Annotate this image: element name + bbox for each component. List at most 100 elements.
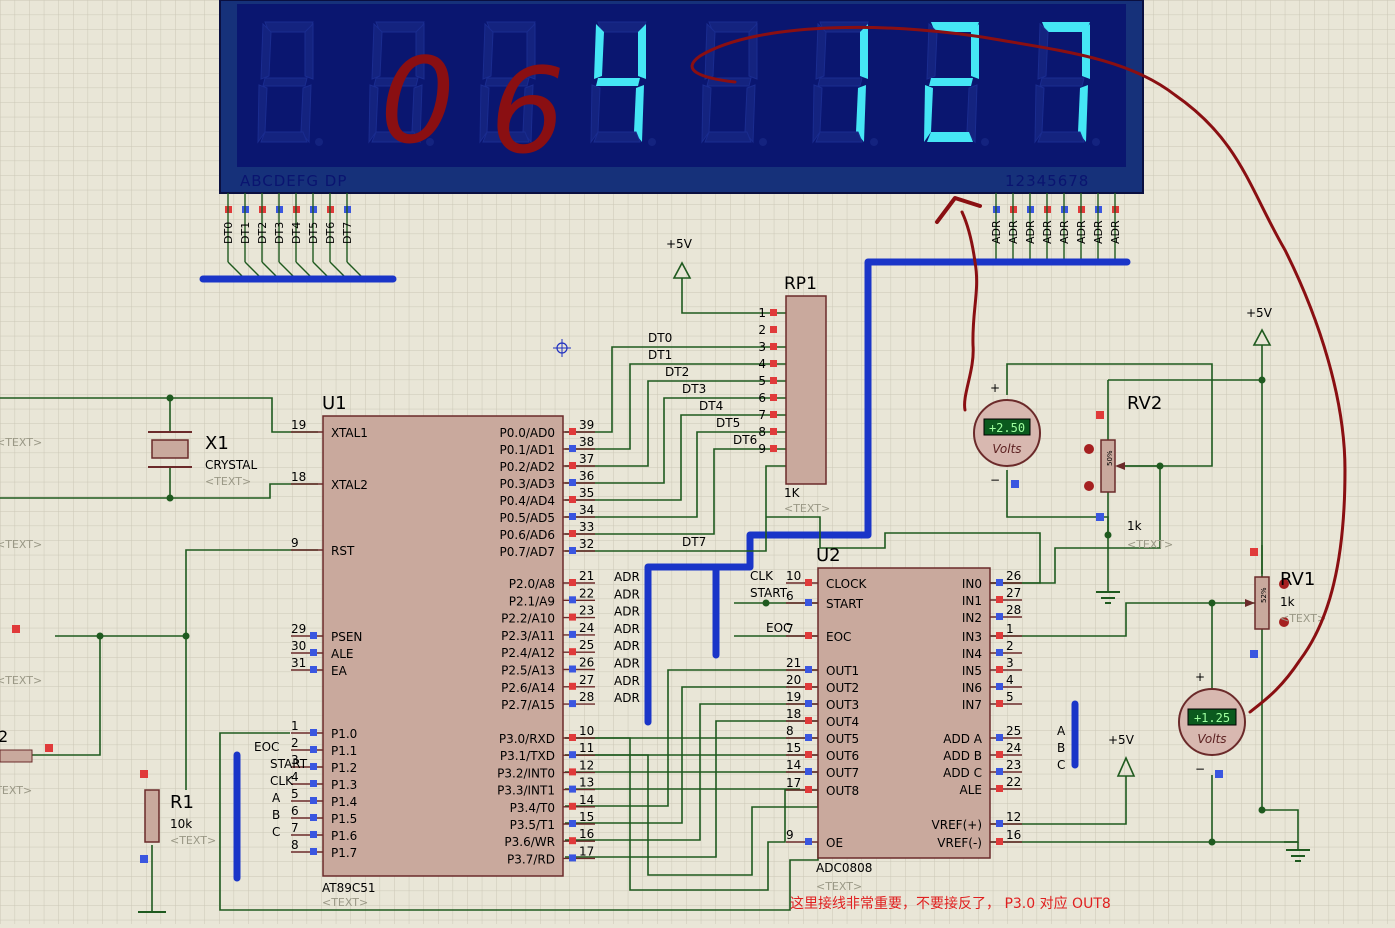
rp1-pin-2[interactable]: 2 — [758, 323, 777, 337]
u1-pin-8[interactable]: 8P1.7 — [291, 838, 357, 860]
svg-text:P0.5/AD5: P0.5/AD5 — [500, 511, 555, 525]
rv1-potentiometer[interactable]: 52% RV1 1k <TEXT> — [1245, 548, 1326, 862]
u2-adc0808[interactable]: U2 ADC0808 <TEXT> 10CLOCK6START7EOC21OUT… — [786, 545, 1022, 893]
u1-pin-7[interactable]: 7P1.6 — [291, 821, 357, 843]
u1-pin-4[interactable]: 4P1.3 — [291, 770, 357, 792]
adr-pin-label: ADR — [1041, 220, 1054, 244]
svg-text:6: 6 — [758, 391, 766, 405]
voltmeter-1-unit: Volts — [992, 442, 1021, 456]
rp1-pin-3[interactable]: 3 — [758, 340, 777, 354]
u1-pin-6[interactable]: 6P1.5 — [291, 804, 357, 826]
svg-text:ADD C: ADD C — [943, 766, 982, 780]
u2-pin-9[interactable]: 9OE — [786, 828, 843, 850]
rp1-pin-8[interactable]: 8 — [758, 425, 777, 439]
svg-text:P0.0/AD0: P0.0/AD0 — [500, 426, 555, 440]
rp1-pin-5[interactable]: 5 — [758, 374, 777, 388]
svg-text:<TEXT>: <TEXT> — [0, 436, 42, 449]
x1-crystal[interactable]: X1 CRYSTAL <TEXT> — [148, 431, 258, 488]
rv2-potentiometer[interactable]: 50% RV2 1k <TEXT> — [1084, 393, 1173, 604]
u1-pin-3[interactable]: 3P1.2 — [291, 753, 357, 775]
u1-pin-2[interactable]: 2P1.1 — [291, 736, 357, 758]
rv2-text: <TEXT> — [1127, 538, 1173, 551]
seven-segment-display[interactable]: ABCDEFG DP 12345678 — [219, 0, 1144, 194]
rp1-pin-4[interactable]: 4 — [758, 357, 777, 371]
svg-text:15: 15 — [579, 810, 594, 824]
voltmeter-2-unit: Volts — [1197, 732, 1226, 746]
rp1-pin-7[interactable]: 7 — [758, 408, 777, 422]
rp1-pin-6[interactable]: 6 — [758, 391, 777, 405]
rp1-pin-9[interactable]: 9 — [758, 442, 777, 456]
svg-text:ADR: ADR — [614, 639, 640, 653]
voltmeter-2[interactable]: +1.25 Volts + − — [1178, 670, 1246, 778]
digit-8 — [1034, 22, 1100, 146]
rv1-ref: RV1 — [1280, 569, 1315, 590]
voltmeter-1[interactable]: +2.50 Volts + − — [973, 381, 1041, 488]
dt-pin-label: DT4 — [290, 222, 303, 244]
svg-text:P2.2/A10: P2.2/A10 — [501, 612, 555, 626]
svg-text:DT1: DT1 — [648, 348, 672, 362]
rp1-pin-1[interactable]: 1 — [758, 306, 777, 320]
u1-pin-5[interactable]: 5P1.4 — [291, 787, 357, 809]
u1-pin-1[interactable]: 1P1.0 — [291, 719, 357, 741]
u1-at89c51[interactable]: U1 AT89C51 <TEXT> 19XTAL118XTAL29RST29PS… — [291, 393, 595, 909]
r1-resistor[interactable]: R1 10k <TEXT> — [138, 770, 216, 913]
